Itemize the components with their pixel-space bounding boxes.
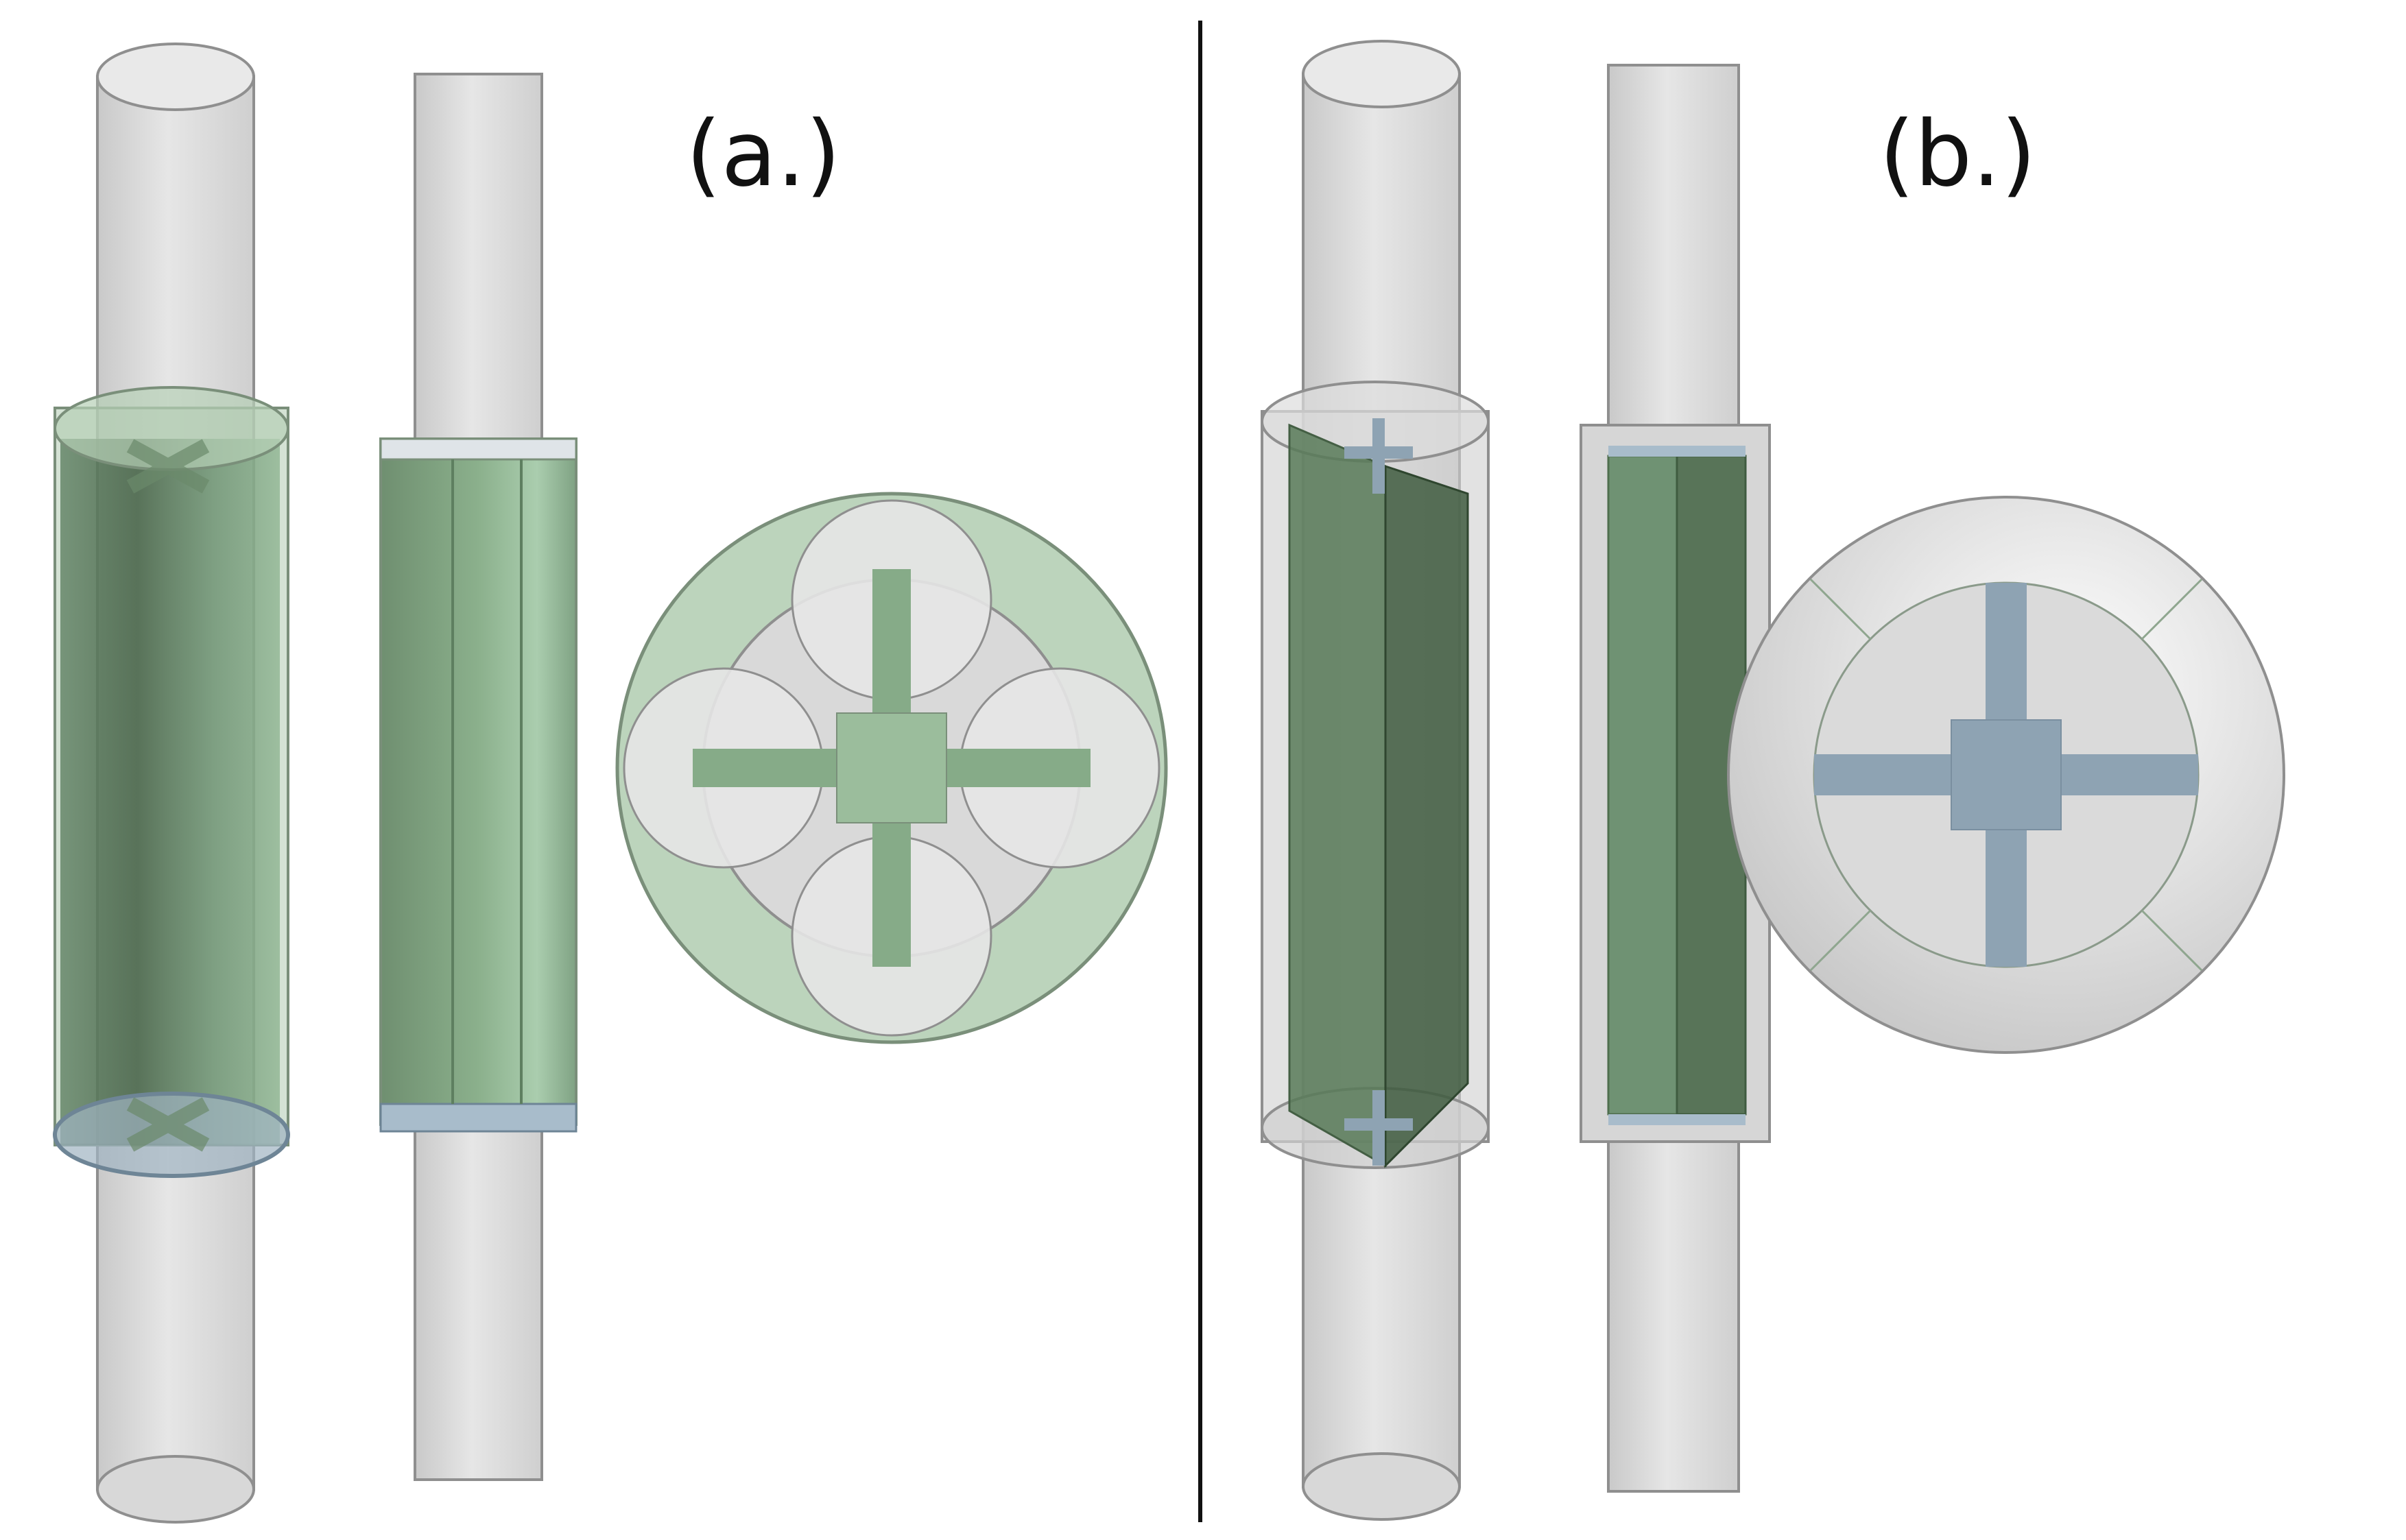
- insert-bottom-band: [1608, 1114, 1746, 1125]
- panel-a: (a.): [53, 43, 1168, 1524]
- green-insert-side: [379, 437, 577, 1126]
- vane-face-light: [1607, 455, 1678, 1116]
- cross-support-icon: [1344, 418, 1413, 1166]
- insert-top-band: [379, 437, 577, 461]
- panel-b: (b.): [1261, 40, 2285, 1521]
- panel-label-a: (a.): [686, 101, 841, 207]
- pipe-assembly-a-iso: [53, 43, 290, 1524]
- pipe-bottom-cap: [1302, 1452, 1461, 1521]
- insert-top-band: [1608, 446, 1746, 457]
- pipe-assembly-b-iso: [1261, 40, 1490, 1521]
- pipe-bottom-cap: [96, 1455, 255, 1524]
- cross-support-icon: [126, 439, 210, 1152]
- disk-section-b: [1727, 496, 2285, 1054]
- pipe-top-cap: [96, 43, 255, 111]
- pipe-assembly-a-side: [379, 73, 577, 1481]
- divider-lines: [1809, 578, 2203, 972]
- vane-right: [1384, 464, 1469, 1168]
- insert-bottom-band: [379, 1103, 577, 1133]
- pipe-top-cap: [1302, 40, 1461, 108]
- cross-hub: [1951, 719, 2062, 830]
- vane-left: [1288, 423, 1387, 1168]
- disk-section-a: [615, 492, 1168, 1044]
- green-insert: [60, 439, 280, 1145]
- cross-hub: [836, 712, 947, 823]
- panel-label-b: (b.): [1879, 101, 2036, 207]
